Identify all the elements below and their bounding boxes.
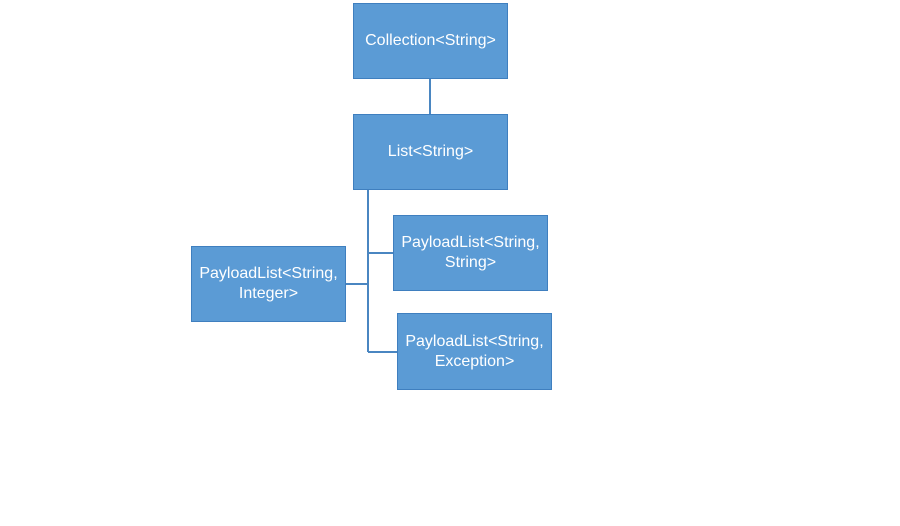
- node-payloadlist-string-string: PayloadList<String, String>: [393, 215, 548, 291]
- node-list-string: List<String>: [353, 114, 508, 190]
- node-collection-string: Collection<String>: [353, 3, 508, 79]
- node-payloadlist-string-exception: PayloadList<String, Exception>: [397, 313, 552, 390]
- node-payloadlist-string-integer: PayloadList<String, Integer>: [191, 246, 346, 322]
